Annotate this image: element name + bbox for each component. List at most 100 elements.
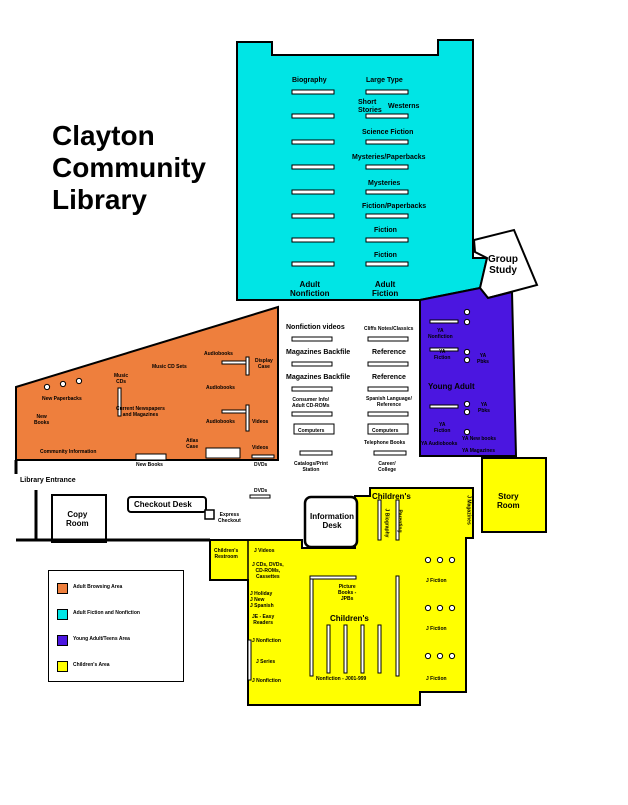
shelf-nonfiction [291,89,335,95]
express-checkout-station [204,509,215,520]
label-j-cds: J CDs, DVDs, CD-ROMs, Cassettes [252,562,284,580]
ya-display-stand [463,318,471,326]
display-stand [436,652,444,660]
shelf-nonfiction [291,189,335,195]
new-books-shelf [135,453,167,461]
label-telephone-books: Telephone Books [364,440,406,446]
label-computers-1: Computers [298,428,325,434]
legend-swatch [57,583,68,594]
childrens-rack-5 [395,575,400,677]
adult-fiction-area [236,39,489,301]
legend-swatch [57,661,68,672]
ya-display-stand [463,308,471,316]
label-cliffs-notes: Cliffs Notes/Classics [364,326,414,332]
childrens-restroom [209,539,249,581]
label-reference-2: Reference [372,374,406,381]
display-stand [424,652,432,660]
young-adult-area [419,286,518,457]
shelves [43,89,471,681]
label-nonfiction-j001: Nonfiction - J001-999 [316,676,367,682]
label-large-type: Large Type [366,77,403,84]
label-fiction-paperbacks: Fiction/Paperbacks [362,203,427,210]
display-stand [448,652,456,660]
display-stand [436,604,444,612]
label-science-fiction: Science Fiction [362,129,414,136]
ya-display-stand [463,408,471,416]
label-j-fiction-2: J Fiction [426,626,447,632]
atlas-case [205,447,241,459]
label-music-cd-sets: Music CD Sets [152,364,187,370]
legend-label: Children's Area [73,662,110,668]
shelf-nonfiction [291,261,335,267]
label-je-easy: JE - Easy Readers [252,614,275,626]
label-library-entrance: Library Entrance [20,477,76,484]
copy-room [51,494,107,543]
label-dvds-1: DVDs [254,462,268,468]
label-copy-room: Copy Room [66,510,89,528]
label-current-newspapers: Current Newspapers and Magazines [116,406,165,418]
label-videos-1: Videos [252,419,269,425]
label-fiction-1: Fiction [374,227,397,234]
label-j-holiday: J Holiday J New J Spanish [250,591,274,609]
label-magazines-backfile-2: Magazines Backfile [286,374,351,381]
legend-label: Adult Browsing Area [73,584,123,590]
label-new-books-small: New Books [136,462,163,468]
shelf-nonfiction [291,164,335,170]
label-catalogs-print: Catalogs/Print Station [294,461,328,473]
label-dvds-2: DVDs [254,488,268,494]
legend-swatch [57,635,68,646]
shelf-middle-left [291,386,333,392]
display-stand [43,383,51,391]
picture-book-rack-left [309,575,314,677]
label-community-information: Community Information [40,449,97,455]
label-adult-fiction: Adult Fiction [372,280,399,298]
biography-rack [377,499,382,541]
label-childrens-restroom: Children's Restroom [214,548,239,560]
shelf-nonfiction [291,237,335,243]
label-express-checkout: Express Checkout [218,512,241,524]
label-picture-books: Picture Books - JPBs [338,584,357,602]
label-new-paperbacks: New Paperbacks [42,396,82,402]
ya-shelf [429,347,459,352]
checkout-desk [127,496,207,513]
shelf-fiction [365,113,409,119]
label-ya-new-books: YA New books [462,436,497,442]
label-young-adult: Young Adult [428,382,475,391]
shelf-middle-right [367,411,409,417]
label-j-nonfiction-2: J Nonfiction [252,678,281,684]
label-childrens-mid: Children's [330,614,369,623]
picture-book-rack-top [309,575,357,580]
computer-table-1 [293,423,335,435]
adult-browsing-area [15,305,279,461]
dvd-rack-2 [251,454,275,459]
shelf-middle-right [367,361,409,367]
shelf-fiction [365,164,409,170]
label-audiobooks-2: Audiobooks [206,385,235,391]
library-title-line-1: Clayton [52,120,155,151]
label-audiobooks-3: Audiobooks [206,419,235,425]
display-stand [75,377,83,385]
label-reference-1: Reference [372,349,406,356]
ya-display-stand [463,400,471,408]
label-nonfiction-videos: Nonfiction videos [286,324,345,331]
library-title-line-3: Library [52,184,147,215]
shelf-middle-right [367,386,409,392]
label-audiobooks-1: Audiobooks [204,351,233,357]
shelf-fiction [365,261,409,267]
label-display-case: Display Case [255,358,273,370]
label-information-desk: Information Desk [310,512,354,530]
label-videos-2: Videos [252,445,269,451]
ya-display-stand [463,356,471,364]
shelf-fiction [365,189,409,195]
label-story-room: Story Room [497,492,520,510]
label-fiction-2: Fiction [374,252,397,259]
childrens-rack-3 [360,624,365,674]
label-parenting: Parenting [396,509,403,533]
display-stand [424,556,432,564]
label-j-series: J Series [256,659,276,665]
label-adult-nonfiction: Adult Nonfiction [290,280,330,298]
legend-label: Adult Fiction and Nonfiction [73,610,140,616]
catalog-station [299,450,333,456]
label-short-stories: Short Stories [358,99,382,114]
